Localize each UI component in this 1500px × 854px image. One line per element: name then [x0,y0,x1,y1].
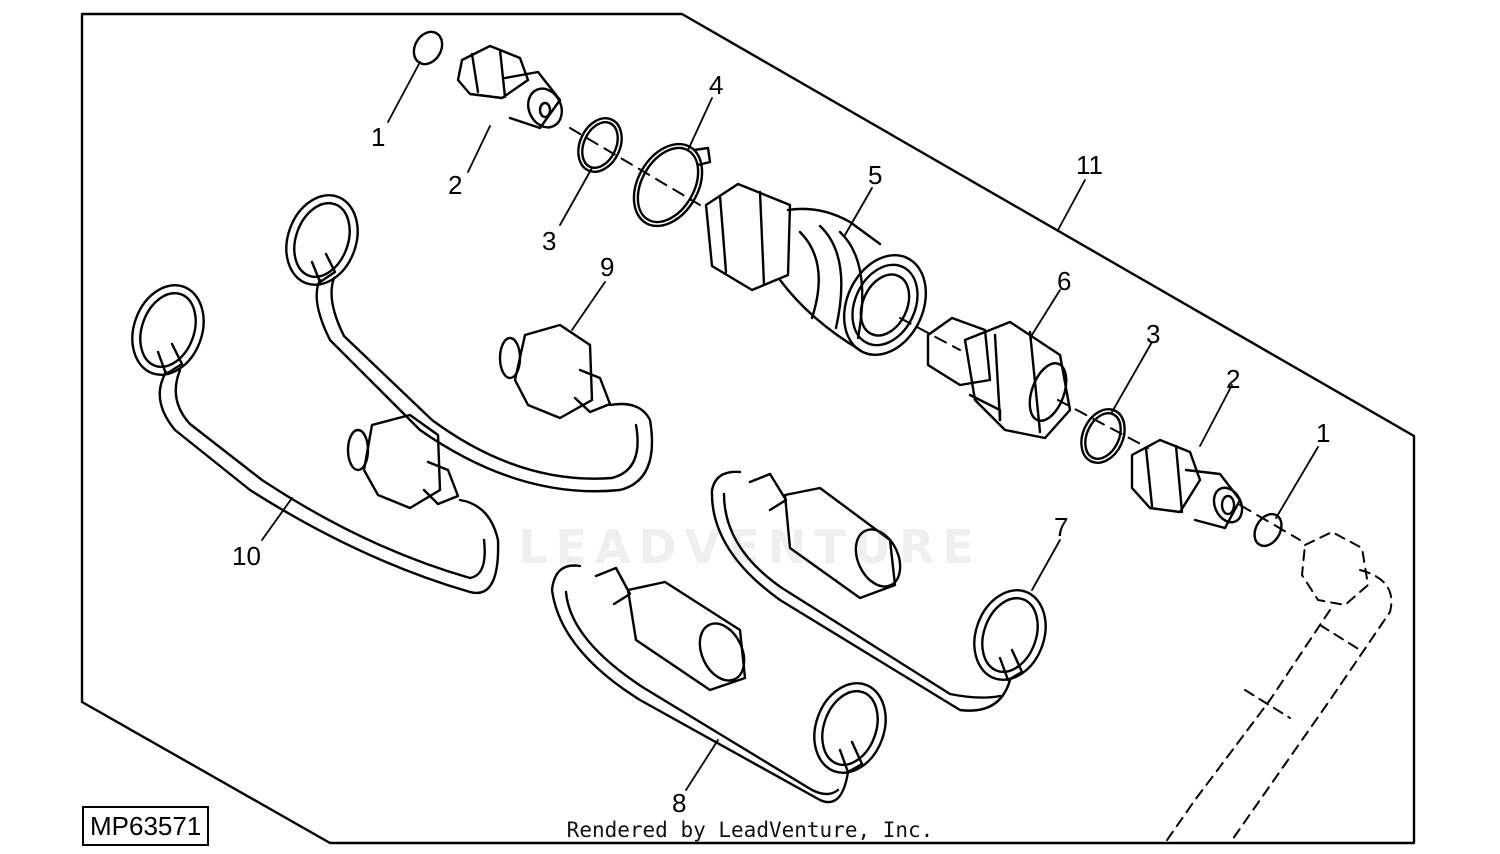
callout-10: 10 [232,541,261,571]
snap-ring-4 [632,142,712,228]
hose-11-phantom [1164,531,1393,844]
o-ring-1-lower [1253,512,1283,548]
callout-11: 11 [1076,150,1103,180]
callout-3: 3 [542,226,556,256]
callout-1: 1 [371,122,385,152]
diagram-border [80,12,1416,845]
callout-2-lower: 2 [1226,364,1240,394]
dust-plug-10 [131,284,500,595]
callout-1-lower: 1 [1316,418,1330,448]
o-ring-3-top [577,117,623,173]
reference-code: MP63571 [82,806,210,846]
o-ring-1-top [412,30,444,66]
callout-8: 8 [672,788,686,818]
dust-cap-7 [710,470,1047,712]
callout-5: 5 [868,160,882,190]
callout-9: 9 [600,252,614,282]
dust-plug-9 [285,194,654,493]
coupler-5 [704,182,928,356]
callout-3-lower: 3 [1146,319,1160,349]
callout-7: 7 [1054,512,1068,542]
o-ring-3-lower [1080,408,1126,464]
callout-6: 6 [1057,266,1071,296]
dust-cap-8 [550,564,887,804]
adapter-2-lower [1130,438,1244,530]
adapter-2-top [456,44,563,130]
callout-4: 4 [709,70,723,100]
render-credit: Rendered by LeadVenture, Inc. [566,818,934,842]
watermark: LEADVENTURE [518,520,982,574]
callout-2: 2 [448,170,462,200]
leader-lines [261,61,1319,791]
bulkhead-fitting-6 [926,316,1072,440]
centerline [569,127,1301,541]
